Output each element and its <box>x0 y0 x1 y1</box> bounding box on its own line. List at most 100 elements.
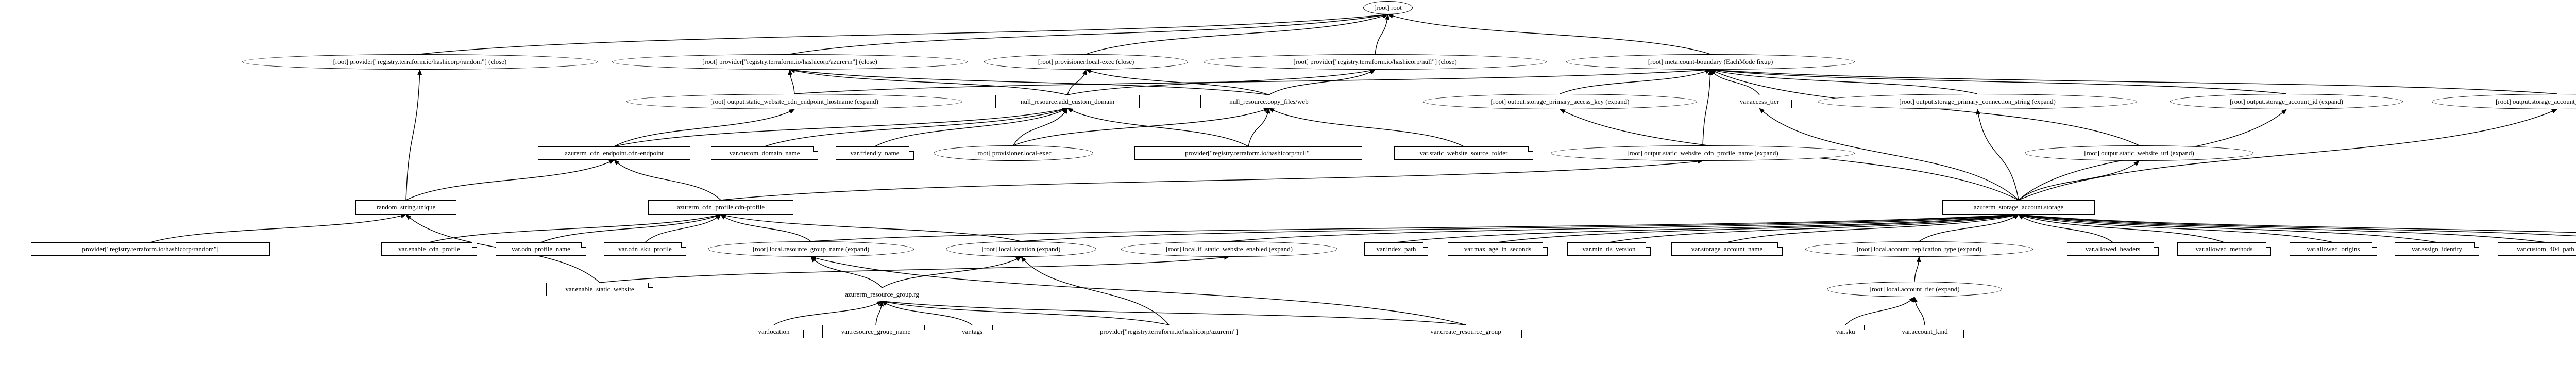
graph-node[interactable]: [root] local.account_replication_type (e… <box>1805 241 2033 257</box>
graph-node[interactable]: [root] local.if_static_website_enabled (… <box>1121 241 1337 257</box>
graph-node[interactable]: var.resource_group_name <box>822 325 929 338</box>
graph-node-label: azurerm_cdn_endpoint.cdn-endpoint <box>565 149 664 157</box>
graph-edge <box>1845 297 1915 325</box>
graph-node[interactable]: var.location <box>744 325 804 338</box>
graph-edge <box>810 256 883 288</box>
graph-node[interactable]: var.friendly_name <box>836 146 914 160</box>
graph-node-label: var.enable_cdn_profile <box>398 245 460 253</box>
graph-edge <box>1375 14 1390 55</box>
graph-edge <box>1396 212 2019 243</box>
graph-node-label: var.custom_domain_name <box>729 149 800 157</box>
graph-edge <box>540 214 721 243</box>
graph-node[interactable]: azurerm_storage_account.storage <box>1942 200 2095 215</box>
graph-node[interactable]: [root] provider["registry.terraform.io/h… <box>1204 54 1547 70</box>
note-fold-icon <box>1543 242 1548 248</box>
graph-node[interactable]: random_string.unique <box>355 200 456 215</box>
graph-node[interactable]: var.index_path <box>1364 242 1428 256</box>
graph-edge <box>1086 69 1269 95</box>
graph-edge <box>405 69 422 201</box>
graph-node[interactable]: var.allowed_headers <box>2067 242 2159 256</box>
graph-node[interactable]: var.allowed_methods <box>2177 242 2271 256</box>
graph-node-label: var.cdn_profile_name <box>512 245 570 253</box>
graph-node[interactable]: var.static_website_source_folder <box>1394 146 1533 160</box>
graph-node-label: provider["registry.terraform.io/hashicor… <box>1185 149 1312 157</box>
graph-node-label: [root] output.static_website_cdn_profile… <box>1627 149 1778 157</box>
graph-node-label: [root] provider["registry.terraform.io/h… <box>1293 58 1457 66</box>
graph-node[interactable]: [root] output.storage_primary_access_key… <box>1423 94 1697 109</box>
note-fold-icon <box>472 242 477 248</box>
graph-node[interactable]: provider["registry.terraform.io/hashicor… <box>1049 325 1289 338</box>
graph-node-label: [root] output.storage_account_name (expa… <box>2496 97 2576 106</box>
graph-node[interactable]: [root] local.account_tier (expand) <box>1827 282 2002 297</box>
note-fold-icon <box>1864 325 1869 330</box>
graph-node-label: var.tags <box>961 327 983 336</box>
graph-edge <box>1497 212 2019 243</box>
graph-node[interactable]: var.custom_404_path <box>2498 242 2576 256</box>
graph-edge <box>720 214 811 242</box>
graph-node-label: var.access_tier <box>1739 97 1780 106</box>
graph-node[interactable]: [root] meta.count-boundary (EachMode fix… <box>1566 54 1855 70</box>
graph-node[interactable]: var.sku <box>1822 325 1869 338</box>
note-fold-icon <box>992 325 997 330</box>
graph-edge <box>1710 68 2557 94</box>
note-fold-icon <box>1959 325 1964 330</box>
graph-edge <box>405 159 615 201</box>
graph-edge <box>788 69 795 94</box>
note-fold-icon <box>2474 242 2479 248</box>
note-fold-icon <box>2372 242 2377 248</box>
graph-node-label: [root] local.location (expand) <box>981 245 1061 253</box>
graph-node[interactable]: var.storage_account_name <box>1671 242 1783 256</box>
graph-node-label: var.assign_identity <box>2412 245 2462 253</box>
graph-node[interactable]: [root] output.storage_primary_connection… <box>1818 94 2137 109</box>
graph-node[interactable]: var.max_age_in_seconds <box>1448 242 1548 256</box>
graph-node[interactable]: azurerm_cdn_profile.cdn-profile <box>648 200 793 215</box>
graph-node[interactable]: null_resource.add_custom_domain <box>995 95 1140 108</box>
graph-node[interactable]: var.custom_domain_name <box>711 146 818 160</box>
graph-node[interactable]: var.cdn_profile_name <box>496 242 586 256</box>
graph-edge <box>2018 212 2546 243</box>
graph-node[interactable]: var.enable_cdn_profile <box>381 242 477 256</box>
graph-node[interactable]: var.create_resource_group <box>1410 325 1522 338</box>
graph-node[interactable]: var.min_tls_version <box>1567 242 1651 256</box>
graph-node[interactable]: [root] provider["registry.terraform.io/h… <box>612 54 968 70</box>
graph-edge <box>1560 69 1711 94</box>
graph-node-label: [root] local.account_replication_type (e… <box>1856 245 1982 253</box>
graph-node[interactable]: [root] provisioner.local-exec (close) <box>984 54 1188 70</box>
graph-edge <box>1268 108 1464 147</box>
graph-node[interactable]: [root] provider["registry.terraform.io/h… <box>242 54 598 70</box>
graph-node[interactable]: provider["registry.terraform.io/hashicor… <box>1134 146 1362 160</box>
graph-node[interactable]: [root] output.static_website_cdn_endpoin… <box>626 94 962 109</box>
graph-edge <box>1912 297 1925 325</box>
graph-edge <box>645 214 721 243</box>
graph-node[interactable]: null_resource.copy_files/web <box>1200 95 1337 108</box>
graph-node[interactable]: azurerm_cdn_endpoint.cdn-endpoint <box>538 146 690 160</box>
graph-node[interactable]: var.assign_identity <box>2395 242 2479 256</box>
graph-node[interactable]: var.account_kind <box>1886 325 1964 338</box>
graph-node[interactable]: var.tags <box>947 325 997 338</box>
graph-node[interactable]: var.cdn_sku_profile <box>604 242 686 256</box>
graph-node[interactable]: [root] local.location (expand) <box>946 241 1096 257</box>
graph-node[interactable]: var.access_tier <box>1727 95 1792 108</box>
graph-edge <box>1710 68 1978 94</box>
graph-node[interactable]: [root] local.resource_group_name (expand… <box>708 241 914 257</box>
note-fold-icon <box>1787 95 1792 100</box>
graph-node-label: [root] output.static_website_url (expand… <box>2084 149 2194 157</box>
graph-node-label: [root] local.resource_group_name (expand… <box>752 245 870 253</box>
graph-node[interactable]: [root] output.storage_account_id (expand… <box>2170 94 2403 109</box>
graph-node[interactable]: provider["registry.terraform.io/hashicor… <box>31 242 270 256</box>
graph-node[interactable]: var.enable_static_website <box>546 283 653 296</box>
graph-edge <box>1021 256 1170 325</box>
graph-edge <box>1021 212 2019 242</box>
graph-node[interactable]: [root] output.static_website_cdn_profile… <box>1551 145 1855 161</box>
graph-node[interactable]: azurerm_resource_group.rg <box>812 288 952 301</box>
graph-edge <box>810 212 2019 242</box>
note-fold-icon <box>581 242 586 248</box>
graph-node[interactable]: [root] output.static_website_url (expand… <box>2025 145 2253 161</box>
note-fold-icon <box>799 325 804 330</box>
graph-node[interactable]: [root] provisioner.local-exec <box>934 145 1093 161</box>
graph-edge <box>1268 69 1376 95</box>
graph-node-label: var.allowed_origins <box>2307 245 2360 253</box>
graph-edge <box>2018 212 2576 233</box>
graph-node[interactable]: [root] root <box>1363 1 1413 14</box>
graph-node[interactable]: var.allowed_origins <box>2290 242 2377 256</box>
